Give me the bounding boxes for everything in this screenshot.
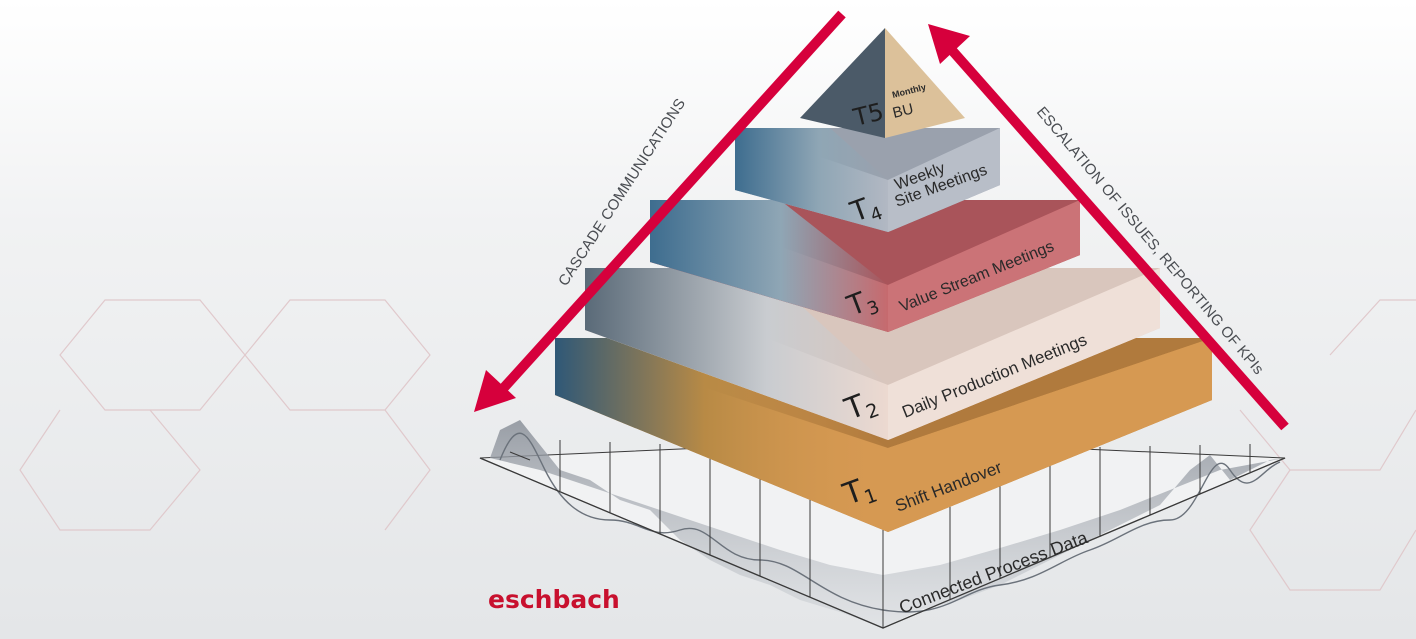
tier-2-photo: [585, 268, 888, 440]
tier-5-face: [885, 28, 965, 138]
tier-5-apex: T5 Monthly BU: [800, 28, 965, 138]
tier-1-photo: [555, 338, 888, 532]
escalation-arrow-head: [928, 24, 970, 64]
tier-3-photo: [650, 200, 888, 332]
tier-4-band: T4 Weekly Site Meetings: [735, 128, 1000, 232]
eschbach-logo: eschbach: [488, 585, 620, 614]
escalation-arrow-shaft: [946, 44, 1289, 431]
tier-5-photo: [800, 28, 885, 138]
hexagon-background-pattern: [19, 299, 1416, 591]
tier-5-label: BU: [891, 100, 915, 122]
tier-2-band: T2 Daily Production Meetings: [585, 268, 1160, 440]
tier-4-photo: [735, 128, 888, 232]
cascade-arrow-head: [474, 370, 516, 412]
cascade-arrow-shaft: [496, 10, 846, 396]
